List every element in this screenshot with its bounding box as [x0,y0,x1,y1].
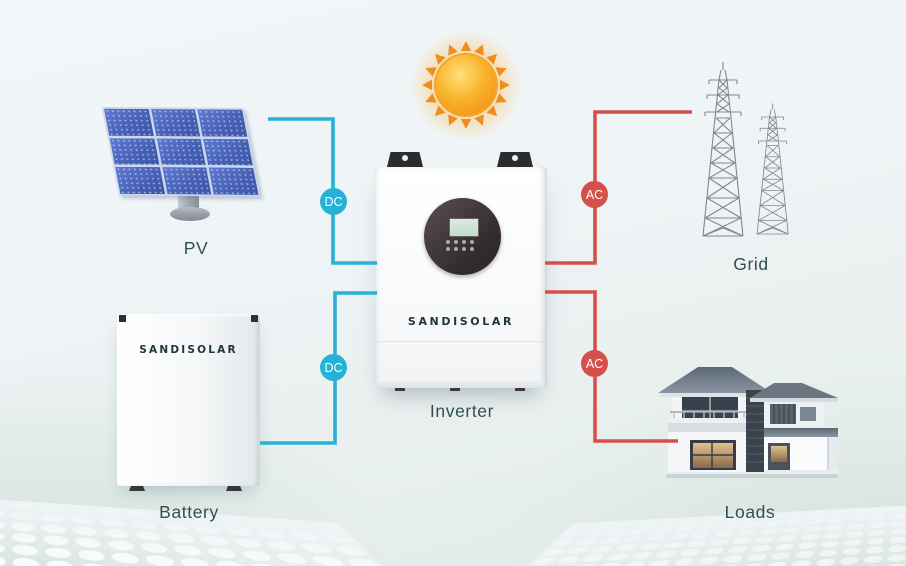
inverter-foot [450,388,460,391]
inverter-bracket [497,152,533,167]
sun-icon [410,29,522,141]
battery-mount-tab [119,315,126,322]
inverter-bottom-strip [377,381,545,388]
inverter-label: Inverter [429,401,495,421]
battery-brand: SANDISOLAR [139,344,238,356]
battery-mount-tab [251,315,258,322]
inverter-seam [377,341,545,342]
inverter-brand: SANDISOLAR [407,315,515,328]
battery-label: Battery [159,502,219,522]
ac-line-inverter-loads [545,290,678,443]
inverter-foot [515,388,525,391]
inverter-buttons [446,247,474,251]
bracket-hole [512,155,518,161]
battery-foot [129,486,145,491]
inverter-bracket [387,152,423,167]
dc-line-pv-inverter [268,117,377,265]
ac-badge-grid: AC [581,181,608,208]
ac-badge-loads: AC [581,350,608,377]
grid-label: Grid [733,254,769,274]
battery-foot [226,486,242,491]
pv-base [170,207,210,221]
dc-badge-pv: DC [320,188,347,215]
inverter-icon: SANDISOLAR [375,152,547,391]
battery-icon: SANDISOLAR [117,314,260,491]
bracket-hole [402,155,408,161]
loads-label: Loads [724,502,776,522]
inverter-display-panel [424,198,501,275]
ac-line-inverter-grid [545,110,692,265]
inverter-lcd-screen [449,218,479,237]
inverter-foot [395,388,405,391]
house-icon [658,367,838,478]
dc-line-battery-inverter [260,291,377,445]
pv-label: PV [183,238,209,258]
inverter-buttons [446,240,474,244]
dc-badge-battery: DC [320,354,347,381]
